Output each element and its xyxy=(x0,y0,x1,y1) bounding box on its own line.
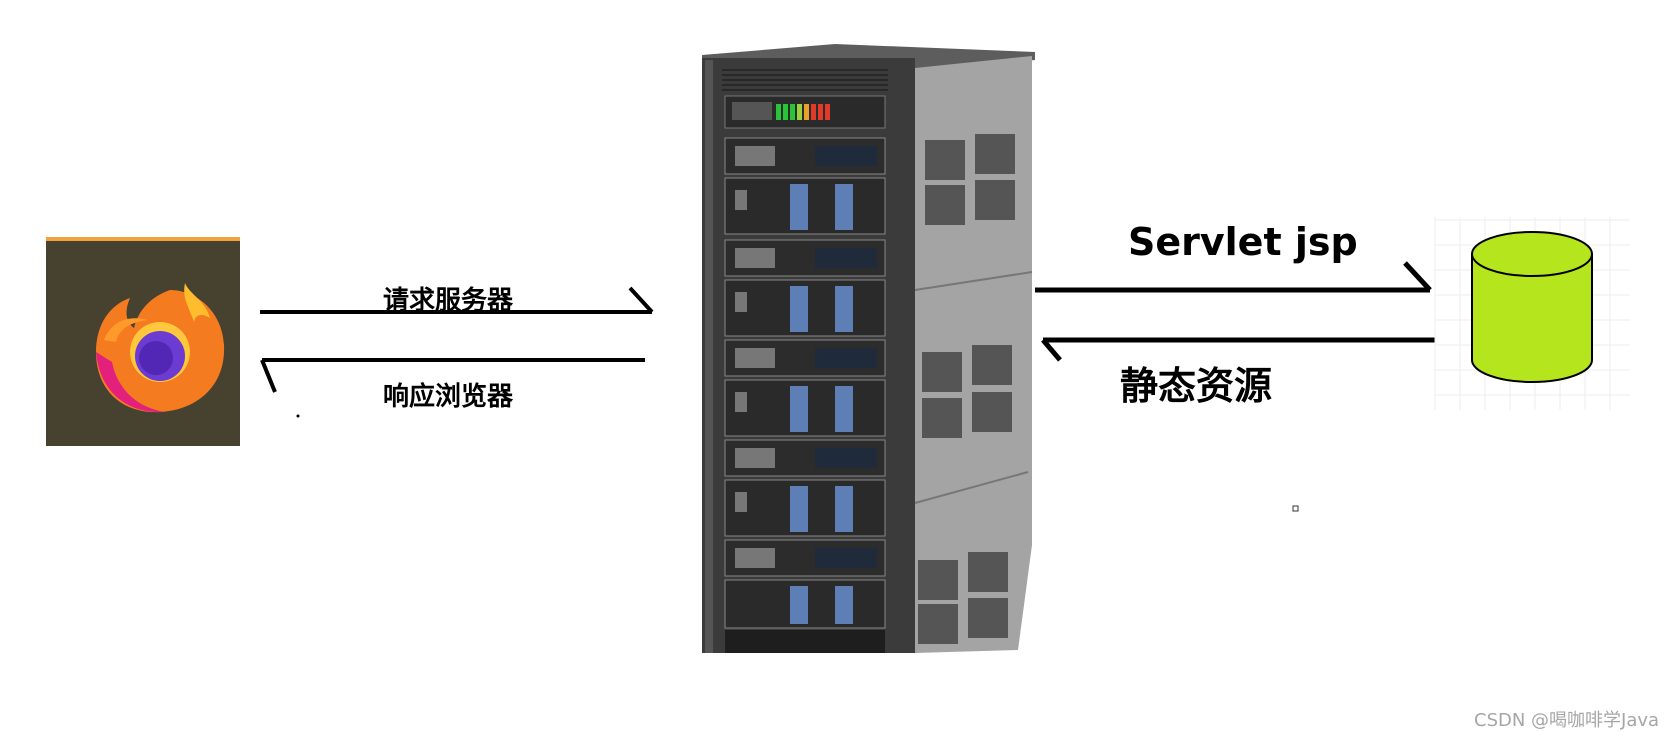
stray-mark xyxy=(1292,505,1299,512)
servlet-arrow xyxy=(1035,261,1432,293)
request-arrow xyxy=(260,286,654,314)
static-arrow xyxy=(1041,337,1435,362)
request-label: 请求服务器 xyxy=(383,286,514,316)
server-rack-icon xyxy=(702,44,1035,653)
database-cylinder-icon xyxy=(1434,217,1630,410)
firefox-icon xyxy=(46,237,240,446)
static-resource-label: 静态资源 xyxy=(1120,364,1273,408)
watermark: CSDN @喝咖啡学Java xyxy=(1474,710,1660,731)
response-label: 响应浏览器 xyxy=(383,382,514,412)
response-arrow xyxy=(260,358,645,418)
servlet-label: Servlet jsp xyxy=(1128,220,1358,264)
